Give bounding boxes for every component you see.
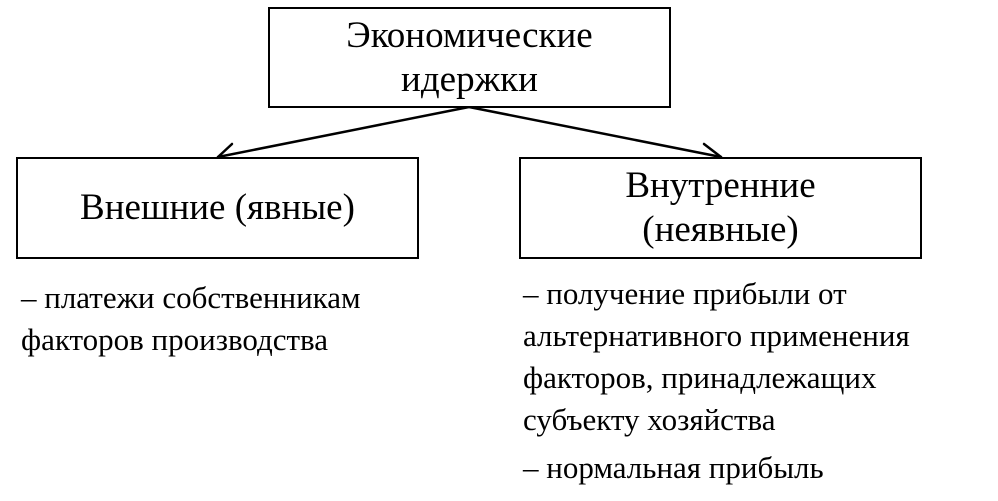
arrow-to-left [216,105,471,159]
left-box-external-costs: Внешние (явные) [16,157,419,259]
left-description-line: факторов производства [21,322,329,357]
root-label-line-1: Экономические [346,14,593,56]
arrow-to-right [467,105,723,159]
right-description-line: факторов, принадлежащих [523,360,877,395]
left-label-line-1: Внешние (явные) [80,187,355,229]
root-box-label: Экономические идержки [336,14,602,101]
right-description-line: альтернативного применения [523,318,910,353]
right-label-line-2: (неявные) [642,209,799,250]
right-label-line-1: Внутренние [625,165,816,207]
right-description-line: – получение прибыли от [523,276,847,311]
left-description: – платежи собственникам факторов произво… [21,277,441,361]
right-description-line: – нормальная прибыль [523,450,824,485]
left-box-label: Внешние (явные) [70,186,365,230]
root-label-line-2: идержки [401,58,538,100]
right-description-line: субъекту хозяйства [523,402,776,437]
left-description-line: – платежи собственникам [21,280,361,315]
root-box-economic-costs: Экономические идержки [268,7,671,108]
right-box-label: Внутренние (неявные) [615,164,825,251]
right-box-internal-costs: Внутренние (неявные) [519,157,922,259]
right-description: – получение прибыли от альтернативного п… [523,273,993,489]
